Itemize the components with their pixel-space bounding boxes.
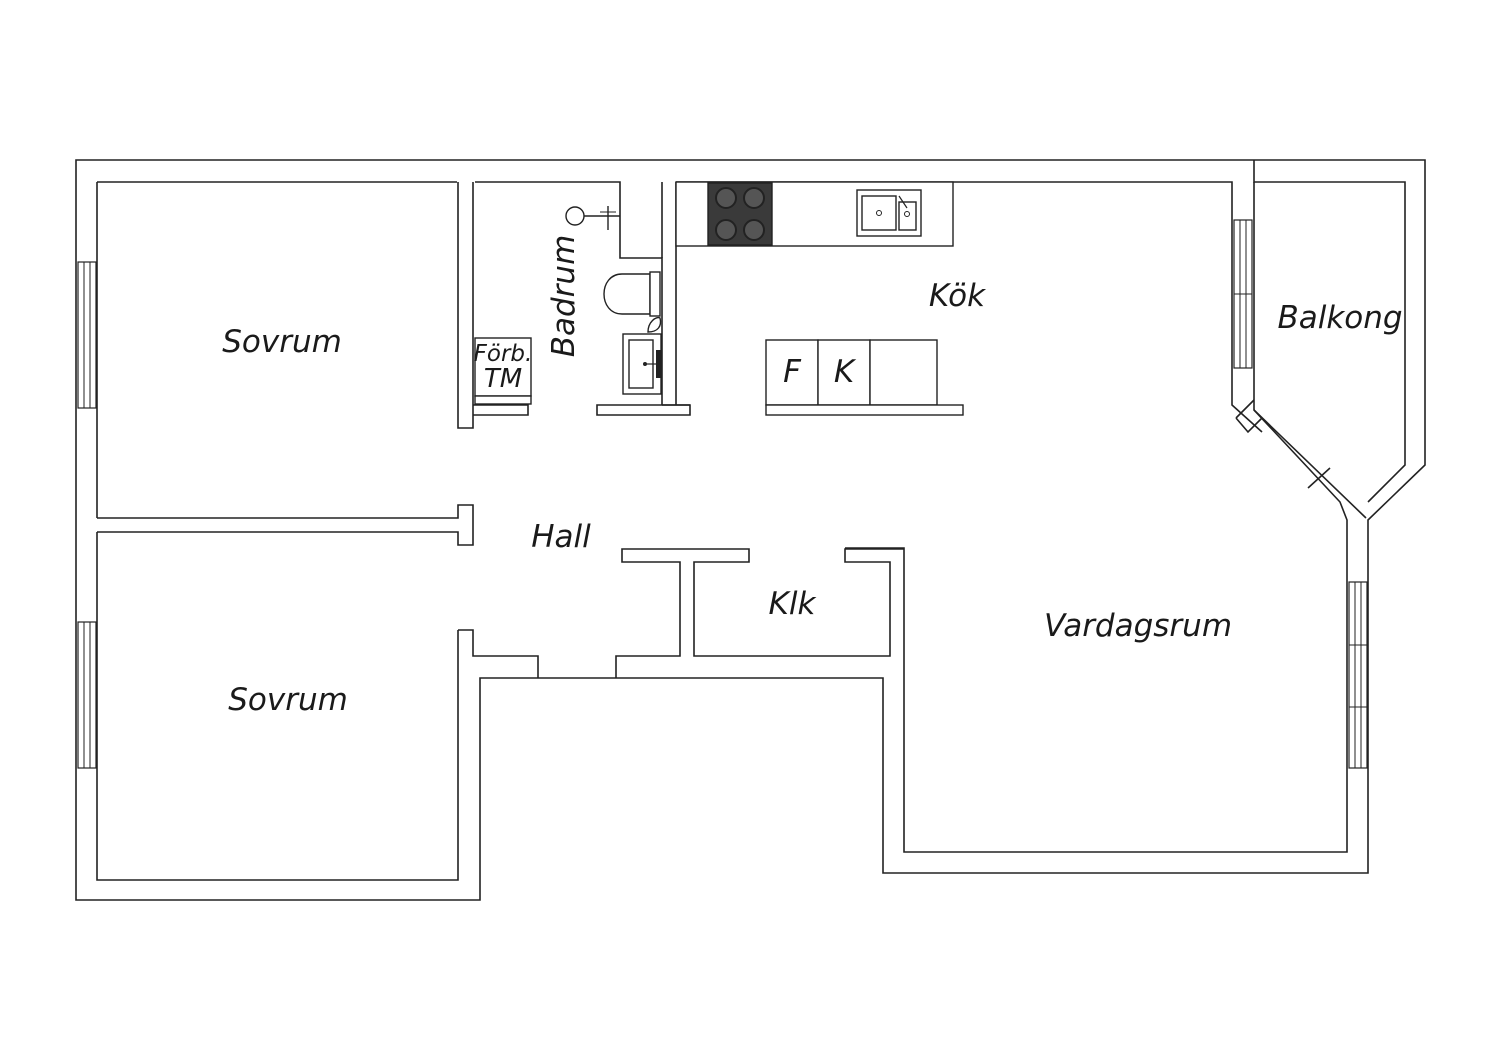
label-sovrum-lower: Sovrum — [228, 682, 348, 718]
label-sovrum-upper: Sovrum — [222, 324, 342, 360]
label-tm: TM — [484, 364, 522, 394]
toilet-icon — [603, 271, 661, 317]
kitchen-sink-icon — [856, 189, 922, 237]
label-forb: Förb. — [474, 341, 533, 367]
label-vardagsrum: Vardagsrum — [1044, 608, 1232, 644]
outer-walls — [75, 159, 1426, 901]
laundry-box — [474, 337, 532, 405]
label-fridge: F — [783, 354, 802, 390]
label-hall: Hall — [531, 519, 591, 555]
window-bedroom-lower — [77, 621, 97, 769]
room-labels: Sovrum Sovrum Badrum Kök Balkong Hall Kl… — [222, 235, 1402, 718]
bathroom-fixtures — [474, 206, 662, 405]
shower-icon — [565, 206, 620, 230]
label-kok: Kök — [929, 278, 986, 314]
label-freezer: K — [834, 354, 857, 390]
interior-walls — [97, 182, 904, 678]
sink-icon — [622, 316, 662, 395]
label-klk: Klk — [769, 586, 817, 622]
fixture-labels: Förb. TM F K — [474, 341, 857, 394]
fridge-freezer-unit — [765, 339, 964, 416]
windows — [77, 219, 1368, 769]
window-living-room — [1348, 581, 1368, 769]
kitchen-fixtures — [675, 181, 964, 416]
window-bedroom-upper — [77, 261, 97, 409]
window-kitchen — [1233, 219, 1253, 369]
stove-icon — [707, 182, 773, 246]
label-balkong: Balkong — [1277, 300, 1402, 336]
label-badrum: Badrum — [546, 235, 582, 358]
